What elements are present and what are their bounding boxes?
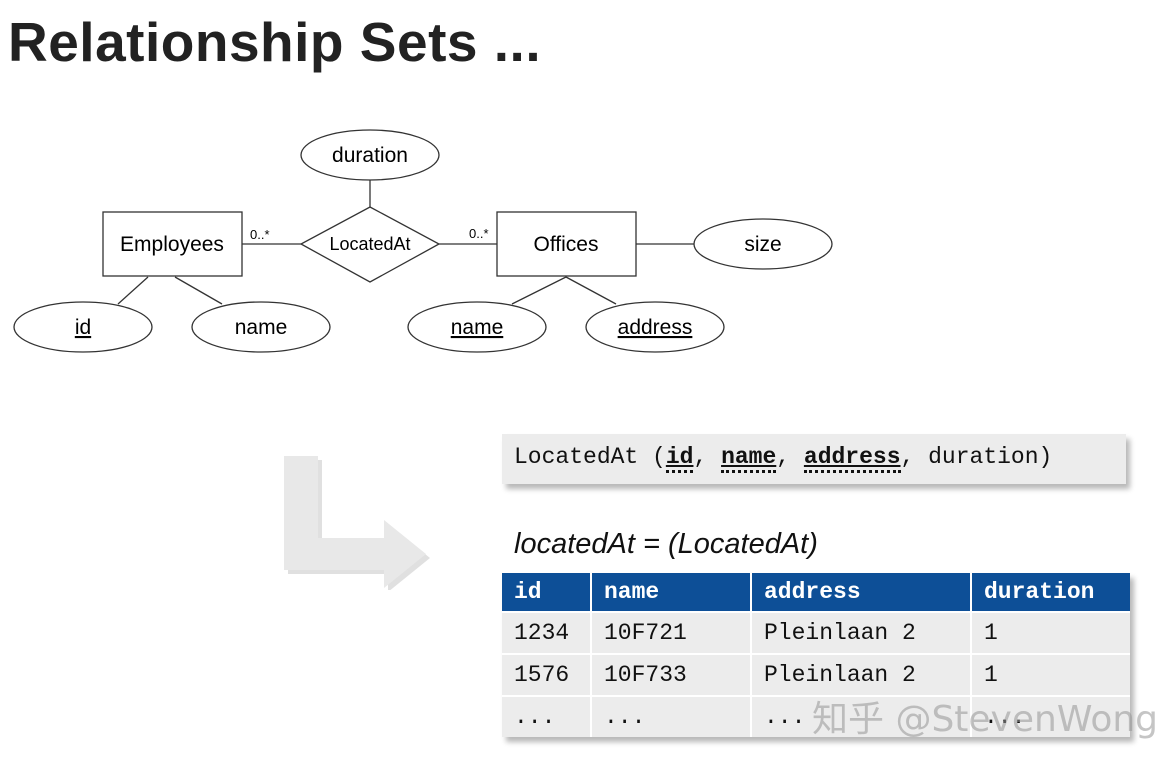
- table-row: 1234 10F721 Pleinlaan 2 1: [502, 611, 1130, 654]
- attribute-employee-id: id: [13, 301, 153, 353]
- entity-employees: Employees: [102, 211, 243, 277]
- table-row: ... ... ... ...: [502, 695, 1130, 737]
- table-cell: ...: [591, 695, 752, 737]
- table-cell: ...: [502, 695, 592, 737]
- relation-variable-label: locatedAt = (LocatedAt): [514, 528, 818, 560]
- relationship-locatedat: LocatedAt: [299, 206, 441, 283]
- relation-schema: LocatedAt (id, name, address, duration): [502, 434, 1126, 484]
- page-title: Relationship Sets ...: [8, 11, 542, 73]
- cardinality-left: 0..*: [250, 227, 270, 242]
- entity-offices: Offices: [496, 211, 637, 277]
- svg-text:address: address: [618, 316, 693, 339]
- svg-text:id: id: [75, 316, 91, 339]
- svg-text:LocatedAt: LocatedAt: [329, 234, 410, 254]
- attribute-employee-name: name: [191, 301, 331, 353]
- column-header-id: id: [502, 573, 592, 612]
- svg-text:Employees: Employees: [120, 233, 224, 256]
- table-cell: Pleinlaan 2: [751, 653, 972, 696]
- attribute-office-name: name: [407, 301, 547, 353]
- svg-text:name: name: [451, 316, 504, 339]
- column-header-address: address: [751, 573, 972, 612]
- table-cell: 10F733: [591, 653, 752, 696]
- diagram-connectors: [117, 180, 694, 305]
- table-cell: 1: [971, 611, 1130, 654]
- schema-rest: , duration): [900, 444, 1053, 470]
- attribute-size: size: [693, 218, 833, 270]
- table-cell: 1: [971, 653, 1130, 696]
- attribute-duration: duration: [300, 129, 440, 181]
- table-cell: ...: [751, 695, 972, 737]
- svg-text:Offices: Offices: [534, 233, 599, 256]
- table-cell: 10F721: [591, 611, 752, 654]
- table-header-row: id name address duration: [502, 573, 1130, 612]
- table-row: 1576 10F733 Pleinlaan 2 1: [502, 653, 1130, 696]
- table-cell: Pleinlaan 2: [751, 611, 972, 654]
- schema-key-name: name: [721, 444, 777, 473]
- table-cell: 1576: [502, 653, 592, 696]
- watermark: 知乎 @StevenWong: [812, 699, 1159, 740]
- svg-text:name: name: [235, 316, 288, 339]
- er-diagram: duration Employees LocatedAt Offices 0..…: [13, 129, 833, 353]
- schema-key-address: address: [803, 444, 901, 473]
- transform-arrow-icon: [284, 456, 430, 590]
- svg-text:size: size: [744, 233, 781, 256]
- cardinality-right: 0..*: [469, 226, 489, 241]
- schema-relation-name: LocatedAt: [514, 444, 639, 470]
- table-cell: 1234: [502, 611, 592, 654]
- schema-key-id: id: [665, 444, 694, 473]
- svg-text:duration: duration: [332, 144, 408, 167]
- relation-table: id name address duration 1234 10F721 Ple…: [502, 573, 1130, 737]
- attribute-office-address: address: [585, 301, 725, 353]
- column-header-name: name: [591, 573, 752, 612]
- column-header-duration: duration: [971, 573, 1130, 612]
- table-cell: ...: [971, 695, 1130, 737]
